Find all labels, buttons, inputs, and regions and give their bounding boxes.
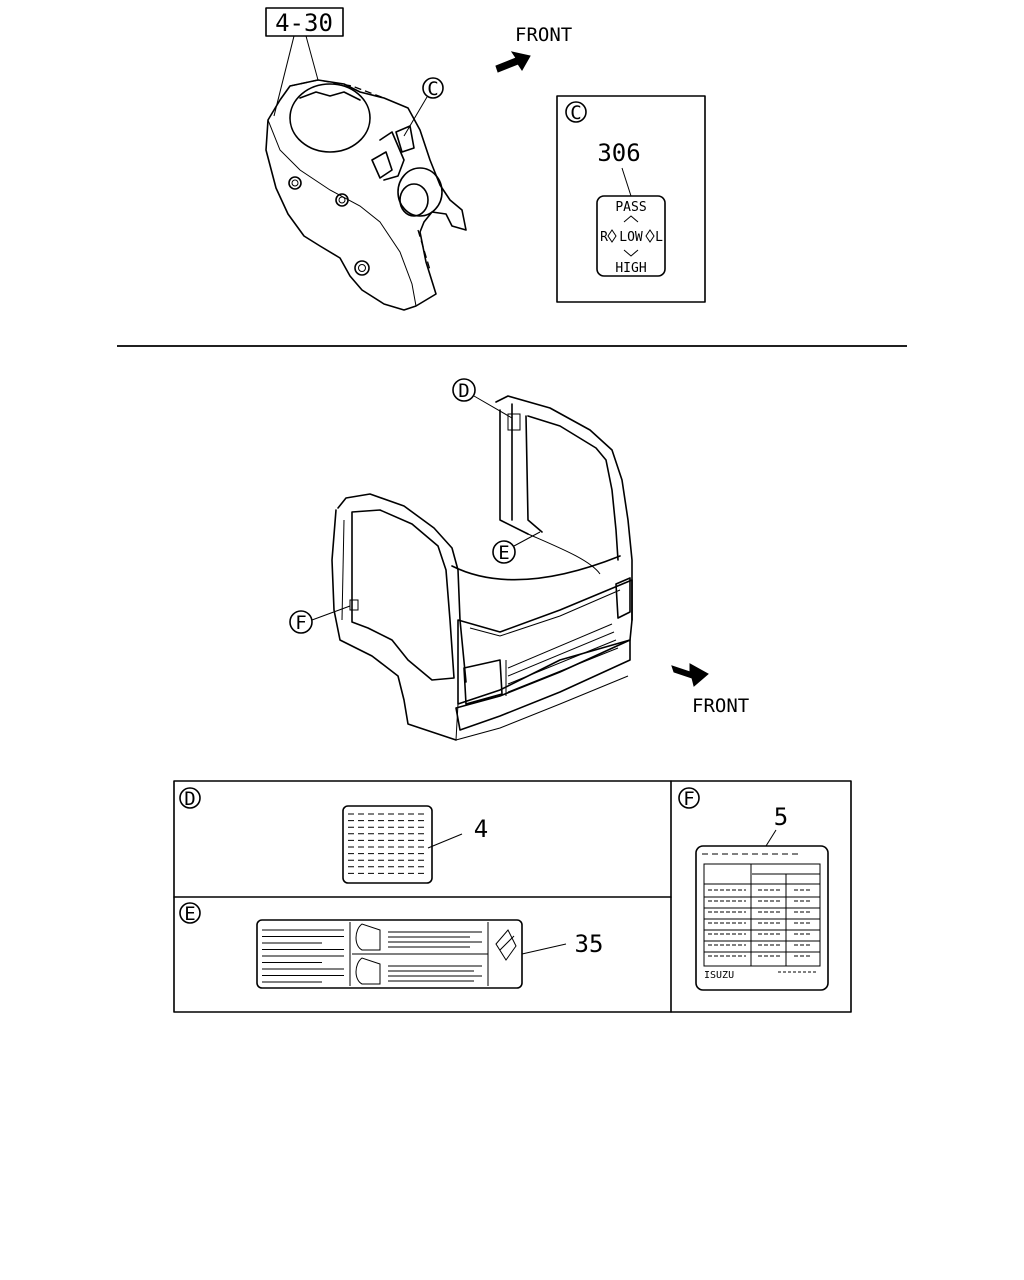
detail-f-letter: F: [683, 788, 694, 810]
detail-c-part-number[interactable]: 306: [597, 139, 640, 167]
front-label-cab: FRONT: [692, 695, 749, 717]
detail-f-panel: F 5 ISUZU: [678, 787, 829, 991]
callout-d-marker[interactable]: [452, 378, 476, 402]
label-low: LOW: [619, 230, 643, 245]
decal-f: [695, 845, 829, 991]
detail-d-part-number[interactable]: 4: [474, 815, 488, 843]
front-arrow-cab: FRONT: [671, 663, 749, 717]
detail-c-panel: C 306 PASS R LOW L HIGH: [556, 95, 706, 303]
detail-d-letter: D: [184, 788, 195, 810]
part-ref-box: [265, 7, 344, 37]
callout-c-label: C: [427, 78, 438, 100]
front-arrow-icon-cab: [671, 663, 709, 687]
detail-c-letter: C: [570, 102, 581, 124]
detail-d-panel: D 4: [179, 787, 488, 884]
callout-f-marker[interactable]: [289, 610, 313, 634]
detail-e-letter: E: [184, 903, 195, 925]
callout-d-label: D: [458, 380, 469, 402]
detail-e-panel: E 35: [179, 902, 604, 989]
gauge-icon-top: [355, 923, 381, 951]
label-l: L: [655, 230, 663, 245]
front-label-top: FRONT: [515, 24, 572, 46]
detail-boxes: D 4 E 35 F 5: [173, 780, 852, 1013]
warning-icon: [495, 929, 517, 961]
right-diamond-icon: [645, 229, 655, 243]
callout-e-marker[interactable]: [492, 540, 516, 564]
switch-housing-drawing: 4-30 C: [265, 7, 467, 311]
callout-c-marker[interactable]: [422, 77, 444, 99]
label-pass: PASS: [615, 200, 646, 215]
label-high: HIGH: [615, 261, 646, 276]
decal-d: [342, 805, 433, 884]
part-ref-label[interactable]: 4-30: [275, 9, 333, 37]
detail-e-part-number[interactable]: 35: [575, 930, 604, 958]
detail-f-part-number[interactable]: 5: [774, 803, 788, 831]
headlamp-switch-label: [596, 195, 666, 277]
cab-drawing: D E F: [289, 378, 633, 741]
gauge-icon-bottom: [355, 957, 381, 985]
front-arrow-top: FRONT: [495, 24, 572, 73]
decal-f-brand: ISUZU: [704, 970, 734, 981]
callout-e-label: E: [498, 542, 509, 564]
left-diamond-icon: [607, 229, 617, 243]
label-r: R: [600, 230, 608, 245]
callout-f-label: F: [295, 612, 306, 634]
front-arrow-icon: [495, 51, 531, 73]
